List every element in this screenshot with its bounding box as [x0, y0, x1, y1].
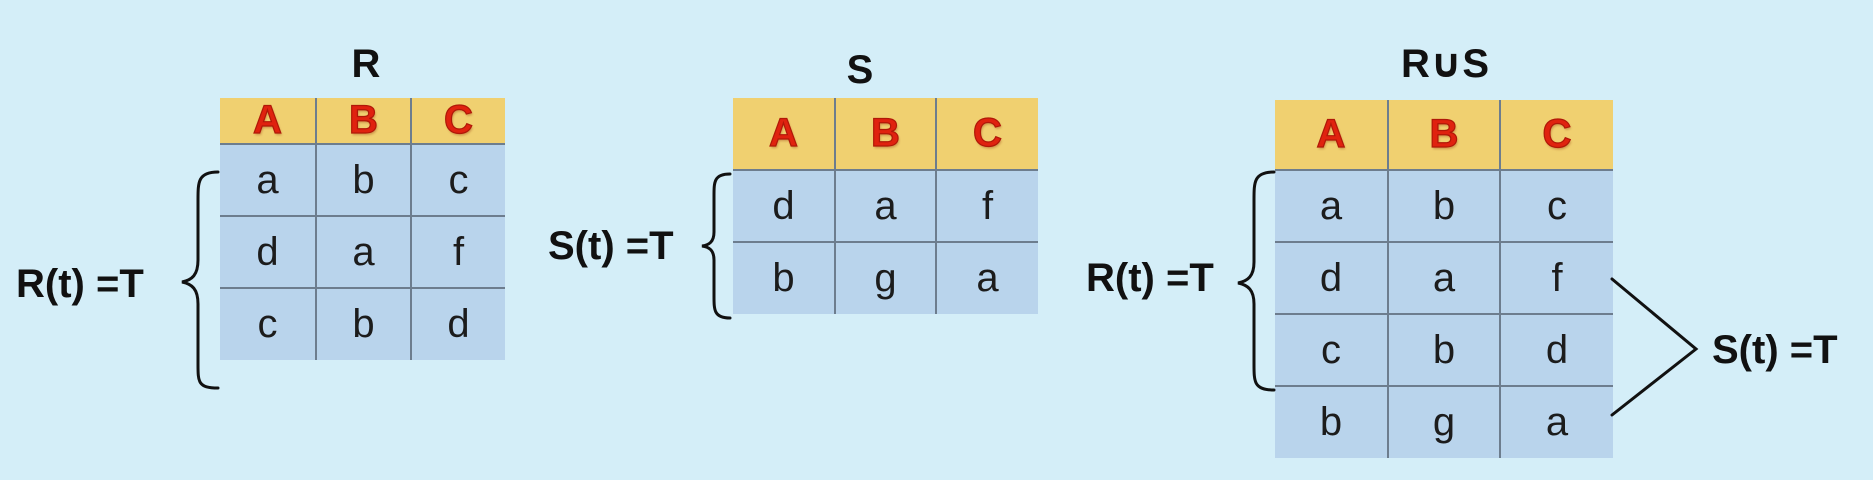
table-cell: a [1499, 385, 1613, 458]
table-cell: d [733, 169, 835, 242]
relation-r-brace [181, 170, 220, 390]
union-angle-bracket [1610, 277, 1699, 417]
table-cell: b [315, 287, 411, 360]
table-cell: b [1387, 169, 1500, 242]
table-row: d a f [1275, 241, 1613, 314]
table-cell: d [1499, 313, 1613, 386]
relation-s-table: A B C d a f b g a [733, 98, 1038, 314]
header-c: C [1499, 100, 1613, 170]
table-cell: a [1275, 169, 1388, 242]
header-c: C [410, 97, 505, 144]
header-a: A [220, 97, 316, 144]
table-cell: b [733, 241, 835, 314]
table-cell: c [410, 143, 505, 216]
table-cell: a [220, 143, 316, 216]
table-cell: f [1499, 241, 1613, 314]
table-cell: b [315, 143, 411, 216]
table-cell: a [315, 215, 411, 288]
table-cell: d [220, 215, 316, 288]
header-b: B [834, 98, 936, 170]
union-angle-label: S(t) =T [1712, 328, 1838, 372]
table-row: a b c [220, 143, 505, 216]
relation-s-title: S [846, 48, 874, 92]
table-cell: g [834, 241, 936, 314]
header-c: C [935, 98, 1038, 170]
table-cell: a [834, 169, 936, 242]
header-b: B [315, 97, 411, 144]
table-row: c b d [220, 287, 505, 360]
header-a: A [733, 98, 835, 170]
table-cell: c [1275, 313, 1388, 386]
table-row: d a f [220, 215, 505, 288]
table-cell: b [1387, 313, 1500, 386]
table-cell: a [935, 241, 1038, 314]
table-row: c b d [1275, 313, 1613, 386]
header-a: A [1275, 100, 1388, 170]
table-cell: c [220, 287, 316, 360]
union-brace [1237, 170, 1276, 392]
table-cell: b [1275, 385, 1388, 458]
relation-r-title: R [351, 42, 381, 86]
table-cell: g [1387, 385, 1500, 458]
union-brace-label: R(t) =T [1086, 256, 1214, 300]
table-cell: f [935, 169, 1038, 242]
table-cell: d [1275, 241, 1388, 314]
relation-r-table: A B C a b c d a f c b d [220, 97, 505, 360]
union-title: R∪S [1400, 42, 1490, 86]
relation-s-brace-label: S(t) =T [548, 224, 674, 268]
header-b: B [1387, 100, 1500, 170]
table-cell: c [1499, 169, 1613, 242]
table-row: b g a [733, 241, 1038, 314]
union-table: A B C a b c d a f c b d b g a [1275, 100, 1613, 458]
table-row: a b c [1275, 169, 1613, 242]
table-row: d a f [733, 169, 1038, 242]
relation-s-brace [701, 172, 732, 320]
relation-r-brace-label: R(t) =T [16, 262, 144, 306]
table-cell: d [410, 287, 505, 360]
table-row: b g a [1275, 385, 1613, 458]
table-cell: f [410, 215, 505, 288]
table-cell: a [1387, 241, 1500, 314]
